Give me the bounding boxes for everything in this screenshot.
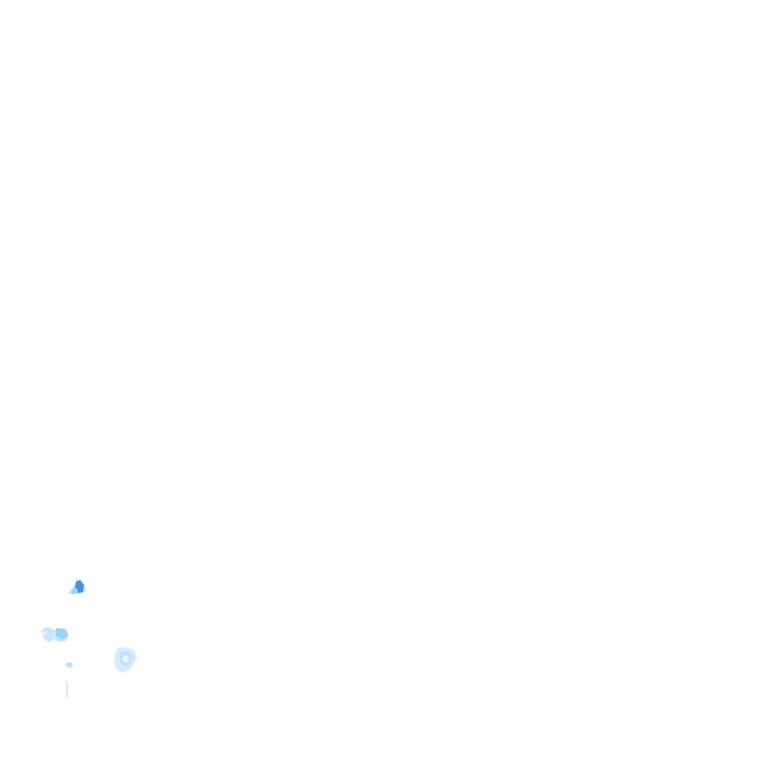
partial-render-blob-icon (38, 624, 72, 646)
partial-render-blob-icon (64, 660, 74, 670)
partial-render-blob-icon (66, 576, 88, 596)
partial-render-blob-icon (65, 682, 69, 698)
partial-render-blob-icon (110, 645, 140, 677)
